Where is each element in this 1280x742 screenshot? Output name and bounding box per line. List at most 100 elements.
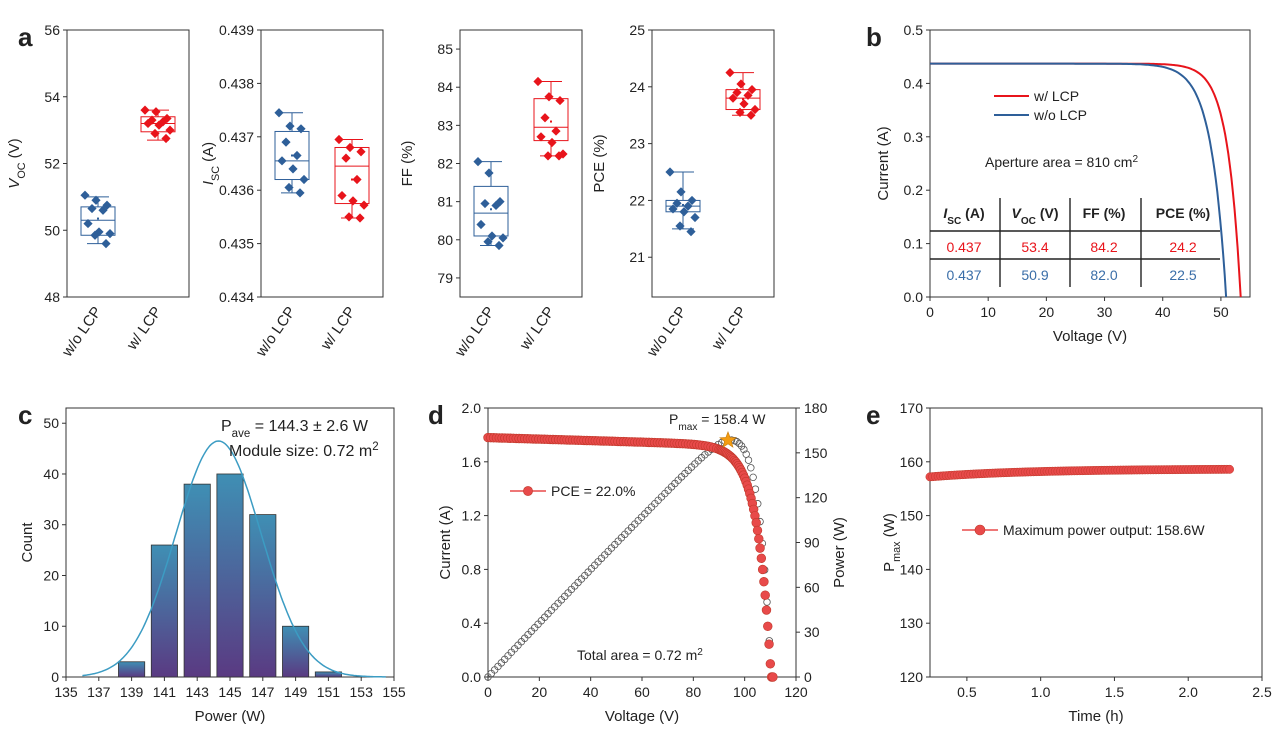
power-point [747, 464, 755, 472]
y-tick-label: 52 [44, 156, 60, 172]
y-axis-label: Count [19, 522, 36, 563]
panel-label-a: a [18, 22, 33, 52]
x-axis-label: Voltage (V) [605, 708, 679, 725]
y2-tick-label: 60 [804, 579, 820, 595]
y-tick-label: 0.5 [904, 22, 924, 38]
data-point [161, 133, 171, 144]
power-point [735, 439, 743, 448]
y-axis-label-part: FF (%) [399, 141, 416, 187]
y-tick-label: 40 [43, 466, 59, 482]
y-tick-label: 1.6 [462, 454, 482, 470]
table-cell: 84.2 [1090, 239, 1117, 255]
power-point [744, 456, 753, 464]
data-point [87, 203, 97, 214]
data-point [554, 151, 564, 161]
legend-label: Maximum power output: 158.6W [1003, 522, 1205, 538]
table-header-part: (A) [961, 205, 984, 221]
y-axis-label-part: PCE (%) [591, 134, 608, 192]
data-point [732, 87, 742, 98]
x-tick-label: 20 [1039, 304, 1055, 320]
y-tick-label: 1.2 [462, 508, 482, 524]
y-axis-label-part: (V) [6, 138, 23, 162]
x-category-label: w/ LCP [317, 304, 359, 354]
x-tick-label: 155 [382, 684, 406, 700]
gaussian-fit-line [82, 440, 386, 678]
table-header-part: (V) [1036, 205, 1059, 221]
data-point [281, 137, 291, 147]
table-cell: 53.4 [1021, 239, 1048, 255]
data-point [348, 196, 358, 206]
y-tick-label: 0.0 [904, 289, 924, 305]
x-tick-label: 0 [926, 304, 934, 320]
box-mean [291, 154, 293, 157]
y-tick-label: 54 [44, 89, 60, 105]
y2-tick-label: 0 [804, 669, 812, 685]
y-axis-label-part: OC [16, 162, 28, 178]
y-axis-label-part: I [200, 181, 217, 185]
plot-frame [487, 407, 797, 678]
table-header-part: V [1011, 205, 1022, 221]
average-power-annotation-part: P [221, 418, 232, 435]
iv-curve-series [930, 62, 1228, 298]
plot-frame [651, 29, 775, 298]
legend-label: w/ LCP [1033, 88, 1079, 104]
total-area-annotation-part: 2 [697, 647, 703, 658]
current-point [764, 639, 774, 649]
y-tick-label: 170 [900, 400, 924, 416]
current-point [756, 553, 767, 563]
table-cell: 0.437 [946, 239, 981, 255]
data-point [747, 85, 757, 95]
data-point [683, 201, 693, 211]
data-point [154, 120, 164, 130]
y-tick-label: 0.438 [219, 75, 254, 91]
data-point [292, 150, 302, 161]
table-header: PCE (%) [1156, 205, 1210, 221]
y-tick-label: 0.3 [904, 129, 924, 145]
box-mean [97, 217, 99, 220]
y-tick-label: 21 [629, 249, 645, 265]
data-point [668, 204, 678, 214]
data-point [735, 107, 745, 117]
table-header-part: OC [1021, 216, 1036, 227]
pmax-annotation: Pmax = 158.4 W [669, 411, 766, 433]
y-axis-label: ISC (A) [200, 142, 222, 185]
y2-tick-label: 180 [804, 400, 828, 416]
data-point [533, 76, 543, 87]
y-tick-label: 150 [900, 508, 924, 524]
x-category-label: w/o LCP [252, 304, 299, 361]
data-point [345, 142, 355, 153]
data-point [83, 218, 93, 229]
y-tick-label: 24 [629, 79, 645, 95]
x-tick-label: 80 [686, 684, 702, 700]
table-header-part: SC [947, 216, 961, 227]
y-tick-label: 48 [44, 289, 60, 305]
power-point [749, 473, 757, 482]
x-category-label: w/o LCP [451, 304, 498, 361]
x-tick-label: 40 [1155, 304, 1171, 320]
x-tick-label: 135 [54, 684, 78, 700]
x-axis-label: Voltage (V) [1053, 328, 1127, 345]
table-header-part: PCE (%) [1156, 205, 1210, 221]
legend-swatch-marker [974, 524, 986, 536]
histogram-bar [282, 625, 310, 678]
data-point [487, 231, 497, 241]
y-tick-label: 30 [43, 517, 59, 533]
x-tick-label: 0.5 [957, 684, 977, 700]
y-tick-label: 85 [437, 41, 453, 57]
data-point [94, 227, 104, 237]
y-tick-label: 0.4 [462, 615, 482, 631]
x-tick-label: 153 [350, 684, 374, 700]
table-cell: 0.437 [946, 267, 981, 283]
data-point [80, 190, 90, 200]
table-cell: 50.9 [1021, 267, 1048, 283]
y-tick-label: 25 [629, 22, 645, 38]
average-power-annotation: Pave = 144.3 ± 2.6 W [221, 418, 369, 440]
y-tick-label: 0.0 [462, 669, 482, 685]
pmax-annotation-part: = 158.4 W [697, 411, 766, 427]
y2-tick-label: 90 [804, 535, 820, 551]
power-series [484, 436, 774, 681]
